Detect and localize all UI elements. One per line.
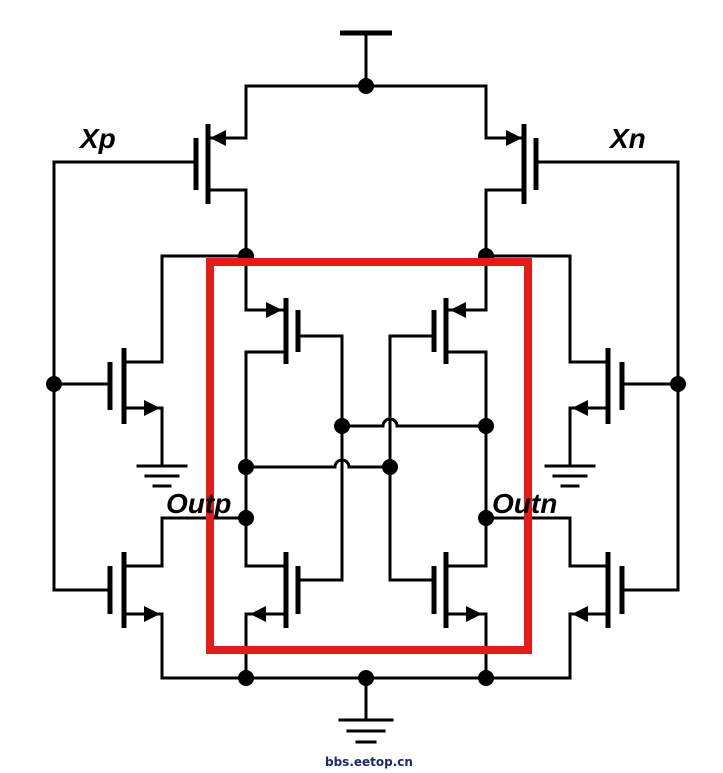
vdd-node-dot bbox=[358, 78, 374, 94]
nmos-latch-left bbox=[244, 552, 344, 680]
nmos-arrow bbox=[144, 400, 160, 416]
vdd-supply bbox=[244, 30, 488, 140]
watermark: bbs.eetop.cn bbox=[325, 755, 413, 769]
highlight-box bbox=[206, 258, 532, 654]
nmos-arrow bbox=[572, 400, 588, 416]
outn-label: Outn bbox=[492, 488, 557, 519]
pmos-latch-right bbox=[388, 254, 488, 582]
ground-bus bbox=[160, 670, 572, 744]
outp-label: Outp bbox=[166, 488, 231, 519]
pmos-input-right bbox=[484, 124, 539, 258]
xp-label: Xp bbox=[78, 123, 116, 154]
cross-node-dot bbox=[382, 459, 398, 475]
pmos-arrow bbox=[210, 130, 226, 146]
pmos-arrow bbox=[506, 130, 522, 146]
nmos-arrow bbox=[572, 606, 588, 622]
xn-input-net bbox=[534, 160, 686, 592]
nmos-right-upper bbox=[544, 254, 625, 488]
nmos-latch-right bbox=[388, 552, 488, 680]
ground-node-dot bbox=[238, 670, 254, 686]
nmos-arrow bbox=[250, 606, 266, 622]
nmos-left-lower bbox=[107, 516, 248, 680]
nmos-arrow bbox=[144, 606, 160, 622]
cross-node-dot bbox=[478, 418, 494, 434]
ground-node-dot bbox=[478, 670, 494, 686]
outn-node-dot bbox=[478, 510, 494, 526]
pmos-latch-left bbox=[244, 254, 344, 568]
cross-node-dot bbox=[238, 459, 254, 475]
pmos-arrow bbox=[266, 302, 282, 318]
nmos-left-upper bbox=[107, 254, 188, 488]
pmos-input-left bbox=[193, 124, 248, 258]
pmos-arrow bbox=[450, 302, 466, 318]
outp-node-dot bbox=[238, 510, 254, 526]
xn-label: Xn bbox=[608, 123, 646, 154]
nmos-arrow bbox=[466, 606, 482, 622]
cross-coupling bbox=[238, 417, 494, 582]
xp-input-net bbox=[46, 160, 198, 592]
